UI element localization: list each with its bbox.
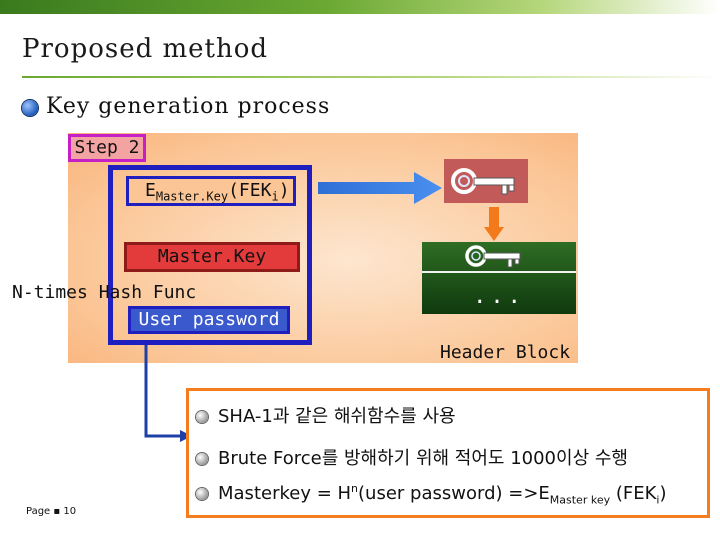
- header-block-label: Header Block: [440, 342, 571, 363]
- header-separator: [422, 271, 576, 273]
- enc-arg-sub: i: [271, 189, 279, 204]
- note-item: Masterkey = Hn(user password) =>EMaster …: [196, 482, 666, 507]
- page-number-value: 10: [63, 506, 77, 517]
- key-icon: [465, 245, 521, 268]
- enc-sub: Master.Key: [155, 189, 229, 204]
- arrow-right-icon: [318, 172, 442, 204]
- encryption-expression: EMaster.Key(FEKi): [126, 176, 296, 206]
- ntimes-hash-label: N-times Hash Func: [12, 282, 197, 303]
- note-prefix: Masterkey = H: [218, 483, 352, 504]
- note-sup: n: [351, 482, 359, 495]
- page-number: Page ▪ 10: [26, 506, 77, 517]
- note-text: SHA-1과 같은 해쉬함수를 사용: [218, 406, 456, 427]
- master-key-box: Master.Key: [124, 242, 300, 272]
- user-password-box: User password: [128, 306, 290, 334]
- note-sub: Master key: [549, 493, 611, 507]
- key-derivation-group: [108, 165, 312, 345]
- note-arg-sub: i: [656, 493, 660, 507]
- note-item: Brute Force를 방해하기 위해 적어도 1000이상 수행: [196, 444, 628, 470]
- key-icon: [451, 168, 515, 195]
- note-close: ): [659, 483, 667, 504]
- step-label: Step 2: [68, 134, 146, 162]
- ellipsis-text: ...: [473, 284, 525, 309]
- top-accent-bar: [0, 0, 720, 14]
- enc-main: E: [145, 180, 156, 201]
- encrypted-key-box: [444, 159, 528, 203]
- bullet-icon: [196, 453, 208, 465]
- page-label: Page: [26, 506, 51, 517]
- bullet-icon: [22, 100, 38, 116]
- header-block: ...: [422, 242, 576, 314]
- enc-arg-close: ): [278, 180, 290, 201]
- note-middle: (user password) =>E: [358, 483, 550, 504]
- slide-subtitle: Key generation process: [46, 94, 331, 119]
- note-arg: (FEK: [610, 483, 657, 504]
- note-text: Brute Force를 방해하기 위해 적어도 1000이상 수행: [218, 448, 628, 469]
- note-item: SHA-1과 같은 해쉬함수를 사용: [196, 402, 456, 428]
- enc-arg-open: (FEK: [228, 180, 272, 201]
- bullet-icon: [196, 411, 208, 423]
- notes-box: [186, 388, 710, 518]
- arrow-down-icon: [484, 207, 504, 241]
- bullet-icon: [196, 488, 208, 500]
- slide-title: Proposed method: [22, 34, 269, 64]
- title-underline: [22, 76, 720, 78]
